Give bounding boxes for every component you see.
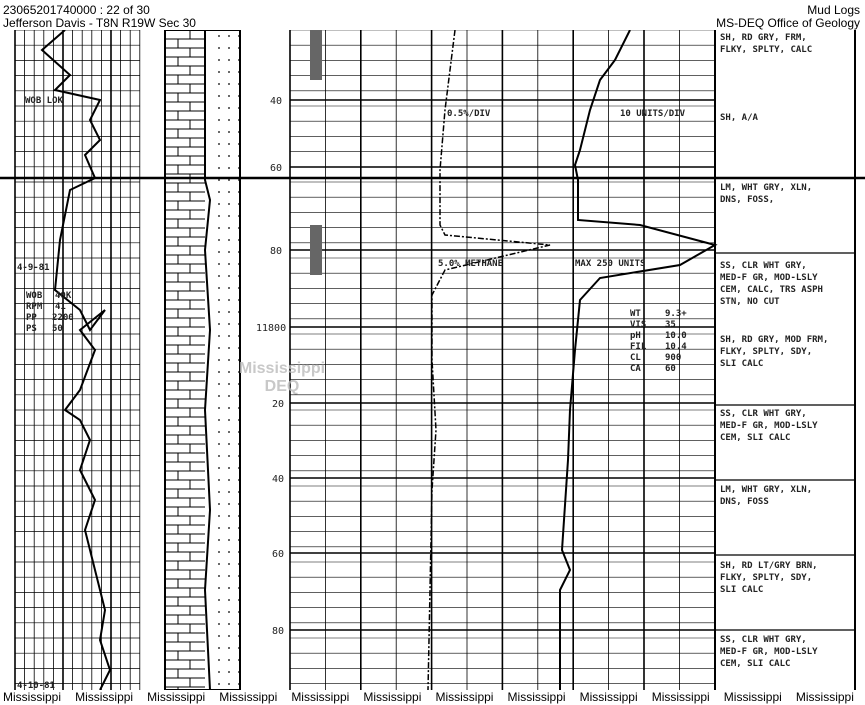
description-line: DNS, FOSS xyxy=(720,497,769,507)
description-line: SS, CLR WHT GRY, xyxy=(720,261,807,271)
footer-watermark-text: Mississippi xyxy=(579,690,638,704)
lithology-pattern xyxy=(165,30,322,690)
date-note: 4-9-81 xyxy=(17,263,50,273)
description-column xyxy=(714,30,856,690)
mud-prop-name: pH xyxy=(630,331,641,341)
description-line: FLKY, SPLTY, SDY, xyxy=(720,347,812,357)
footer-watermark-text: Mississippi xyxy=(147,690,206,704)
depth-label: 60 xyxy=(270,163,282,174)
mud-prop-name: CA xyxy=(630,364,641,374)
description-line: SH, A/A xyxy=(720,113,759,123)
mud-prop-name: WT xyxy=(630,309,641,319)
description-line: SH, RD GRY, FRM, xyxy=(720,33,807,43)
document-id: 23065201740000 : 22 of 30 xyxy=(3,3,150,17)
drill-rate-curve xyxy=(40,30,112,690)
lithology-column xyxy=(164,30,241,690)
footer-watermark-text: Mississippi xyxy=(3,690,62,704)
footer-watermark-text: Mississippi xyxy=(651,690,710,704)
depth-label: 20 xyxy=(272,399,284,410)
wob-note: WOB LOK xyxy=(25,96,64,106)
mud-prop-name: VIS xyxy=(630,320,646,330)
description-line: LM, WHT GRY, XLN, xyxy=(720,183,812,193)
description-line: LM, WHT GRY, XLN, xyxy=(720,485,812,495)
gas-scale-label: 10 UNITS/DIV xyxy=(620,109,686,119)
description-line: DNS, FOSS, xyxy=(720,195,774,205)
depth-label: 80 xyxy=(272,626,284,637)
mud-prop-value: 60 xyxy=(665,364,676,374)
well-location: Jefferson Davis - T8N R19W Sec 30 xyxy=(3,16,196,30)
footer-watermark-text: Mississippi xyxy=(723,690,782,704)
footer-watermark-text: Mississippi xyxy=(507,690,566,704)
description-line: MED-F GR, MOD-LSLY xyxy=(720,647,818,657)
gas-scale-label: 0.5%/DIV xyxy=(447,109,491,119)
description-line: SLI CALC xyxy=(720,585,763,595)
svg-text:41: 41 xyxy=(55,302,66,312)
drilling-params: WOB 40K RPM 41 PP 2200 PS 50 xyxy=(26,291,74,334)
svg-text:40K: 40K xyxy=(55,291,72,301)
description-line: SS, CLR WHT GRY, xyxy=(720,635,807,645)
svg-text:WOB: WOB xyxy=(26,291,43,301)
mud-prop-value: 10.0 xyxy=(665,331,687,341)
max-units-label: MAX 250 UNITS xyxy=(575,259,645,269)
description-line: STN, NO CUT xyxy=(720,297,780,307)
methane-label: 5.0% METHANE xyxy=(438,259,503,269)
description-line: SH, RD LT/GRY BRN, xyxy=(720,561,818,571)
mud-prop-name: CL xyxy=(630,353,641,363)
description-line: FLKY, SPLTY, SDY, xyxy=(720,573,812,583)
description-line: CEM, SLI CALC xyxy=(720,659,790,669)
mud-prop-name: FIL xyxy=(630,342,647,352)
footer-watermark-text: Mississippi xyxy=(219,690,278,704)
description-line: MED-F GR, MOD-LSLY xyxy=(720,273,818,283)
log-grid xyxy=(14,30,716,690)
depth-label: 40 xyxy=(270,96,282,107)
description-line: SLI CALC xyxy=(720,359,763,369)
footer-watermark-text: Mississippi xyxy=(363,690,422,704)
svg-text:RPM: RPM xyxy=(26,302,43,312)
agency-name: MS-DEQ Office of Geology xyxy=(716,16,860,30)
description-line: SH, RD GRY, MOD FRM, xyxy=(720,335,828,345)
description-line: MED-F GR, MOD-LSLY xyxy=(720,421,818,431)
description-line: FLKY, SPLTY, CALC xyxy=(720,45,812,55)
description-dividers xyxy=(715,252,855,631)
mud-prop-value: 35 xyxy=(665,320,676,330)
footer-watermark-text: Mississippi xyxy=(795,690,854,704)
mud-prop-value: 900 xyxy=(665,353,681,363)
svg-text:PP: PP xyxy=(26,313,37,323)
footer-watermark-text: Mississippi xyxy=(291,690,350,704)
methane-curve xyxy=(427,30,551,690)
description-line: CEM, SLI CALC xyxy=(720,433,790,443)
depth-label: 11800 xyxy=(256,323,286,334)
lithology-descriptions: SH, RD GRY, FRM, FLKY, SPLTY, CALC SH, A/A… xyxy=(720,33,828,669)
document-category: Mud Logs xyxy=(807,3,860,17)
description-line: SS, CLR WHT GRY, xyxy=(720,409,807,419)
svg-text:50: 50 xyxy=(52,324,63,334)
mud-prop-value: 9.3+ xyxy=(665,309,687,319)
svg-text:PS: PS xyxy=(26,324,37,334)
depth-label: 40 xyxy=(272,474,284,485)
depth-label: 80 xyxy=(270,246,282,257)
date-note: 4-10-81 xyxy=(17,681,55,690)
total-gas-curve xyxy=(559,30,718,690)
svg-text:2200: 2200 xyxy=(52,313,74,323)
depth-label: 60 xyxy=(272,549,284,560)
footer: Mississippi Mississippi Mississippi Mississ… xyxy=(0,690,865,704)
mud-prop-value: 10.4 xyxy=(665,342,687,352)
footer-watermark-text: Mississippi xyxy=(75,690,134,704)
description-line: CEM, CALC, TRS ASPH xyxy=(720,285,823,295)
footer-watermark-text: Mississippi xyxy=(435,690,494,704)
mud-log-chart: 40 60 80 11800 20 40 60 80 WOB LOK 4-9-8… xyxy=(0,30,865,690)
